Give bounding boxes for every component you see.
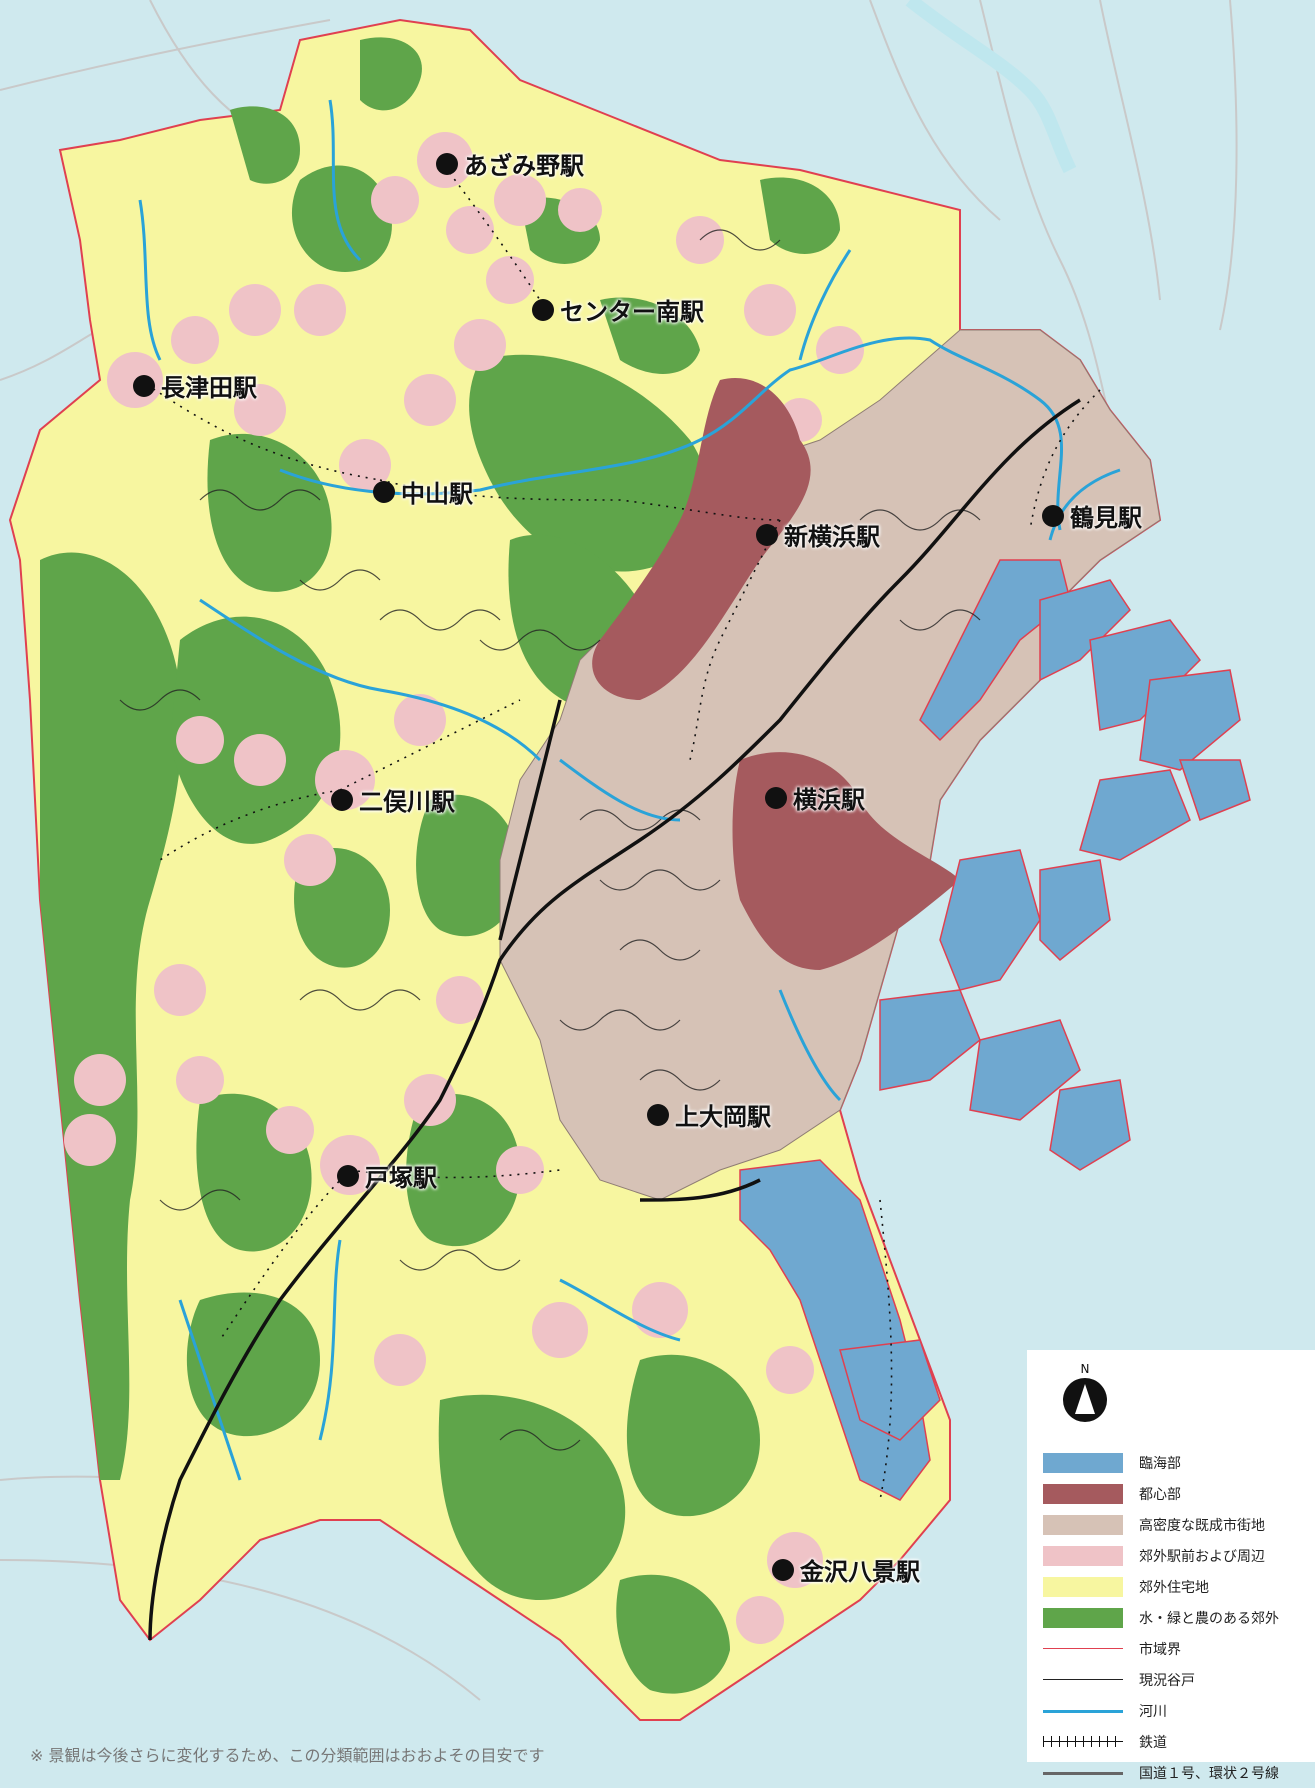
legend-item-coastal: 臨海部 <box>1043 1447 1279 1478</box>
station-dot-icon <box>373 480 395 503</box>
river-estuary <box>905 0 1077 174</box>
legend-swatch <box>1043 1701 1123 1721</box>
station-dot-icon <box>756 523 778 546</box>
station-dot-icon <box>647 1103 669 1126</box>
station-label: 新横浜駅 <box>784 523 880 551</box>
legend-swatch <box>1043 1452 1123 1473</box>
station-center-minami[interactable]: センター南駅 <box>532 292 704 327</box>
legend-item-residential: 郊外住宅地 <box>1043 1571 1279 1602</box>
legend-item-river: 河川 <box>1043 1695 1279 1726</box>
legend-label: 高密度な既成市街地 <box>1139 1517 1265 1534</box>
coastal-zone <box>739 559 1251 1501</box>
station-dot-icon <box>772 1558 794 1581</box>
tsurumi-river <box>1048 468 1121 541</box>
footnote: ※ 景観は今後さらに変化するため、この分類範囲はおおよその目安です <box>30 1746 545 1765</box>
legend-swatch <box>1043 1514 1123 1535</box>
station-label: 鶴見駅 <box>1070 504 1142 532</box>
legend-label: 鉄道 <box>1139 1734 1167 1751</box>
legend-swatch <box>1043 1639 1123 1659</box>
legend-swatch <box>1043 1732 1123 1752</box>
legend-label: 市域界 <box>1139 1641 1181 1658</box>
legend-item-rail: 鉄道 <box>1043 1726 1279 1757</box>
outside-roads <box>0 0 1238 1701</box>
legend-swatch <box>1043 1670 1123 1690</box>
station-dot-icon <box>331 788 353 811</box>
station-dot-icon <box>532 298 554 321</box>
legend-list: 臨海部 都心部 高密度な既成市街地 郊外駅前および周辺 郊外住宅地 水・緑と農の… <box>1043 1447 1279 1788</box>
legend-label: 郊外駅前および周辺 <box>1139 1548 1265 1565</box>
station-nakayama[interactable]: 中山駅 <box>373 474 473 509</box>
station-totsuka[interactable]: 戸塚駅 <box>337 1158 437 1193</box>
north-label: N <box>1080 1362 1090 1376</box>
station-dot-icon <box>436 152 458 175</box>
station-nagatsuta[interactable]: 長津田駅 <box>133 368 257 403</box>
legend-item-center: 都心部 <box>1043 1478 1279 1509</box>
map-legend: N 臨海部 都心部 高密度な既成市街地 郊外駅前および周辺 郊外住宅地 水・緑と… <box>1027 1350 1315 1782</box>
legend-label: 郊外住宅地 <box>1139 1579 1209 1596</box>
station-label: 金沢八景駅 <box>800 1558 920 1586</box>
legend-label: 河川 <box>1139 1703 1167 1720</box>
legend-label: 都心部 <box>1139 1486 1181 1503</box>
legend-swatch <box>1043 1576 1123 1597</box>
station-kamiooka[interactable]: 上大岡駅 <box>647 1097 771 1132</box>
major-roads <box>148 398 1081 1641</box>
legend-swatch <box>1043 1763 1123 1783</box>
station-label: 横浜駅 <box>793 786 865 814</box>
station-yokohama[interactable]: 横浜駅 <box>765 780 865 815</box>
station-dot-icon <box>133 374 155 397</box>
rail-lines <box>139 159 1101 1501</box>
legend-item-station-area: 郊外駅前および周辺 <box>1043 1540 1279 1571</box>
station-label: 上大岡駅 <box>675 1103 771 1131</box>
legend-label: 現況谷戸 <box>1139 1672 1195 1689</box>
legend-item-valley: 現況谷戸 <box>1043 1664 1279 1695</box>
city-center <box>592 378 960 970</box>
station-label: 二俣川駅 <box>359 788 455 816</box>
station-shin-yokohama[interactable]: 新横浜駅 <box>756 517 880 552</box>
legend-label: 臨海部 <box>1139 1455 1181 1472</box>
valley-lines <box>119 229 981 1451</box>
green-zones <box>40 37 840 1694</box>
station-azamino[interactable]: あざみ野駅 <box>436 146 584 181</box>
station-label: 長津田駅 <box>161 374 257 402</box>
north-arrow-icon <box>1075 1384 1095 1414</box>
legend-item-city-border: 市域界 <box>1043 1633 1279 1664</box>
legend-item-dense: 高密度な既成市街地 <box>1043 1509 1279 1540</box>
station-label: センター南駅 <box>560 298 704 326</box>
legend-item-green: 水・緑と農のある郊外 <box>1043 1602 1279 1633</box>
station-dot-icon <box>1042 504 1064 527</box>
station-label: 戸塚駅 <box>365 1164 437 1192</box>
station-dot-icon <box>337 1164 359 1187</box>
legend-swatch <box>1043 1545 1123 1566</box>
station-kanazawa-hakkei[interactable]: 金沢八景駅 <box>772 1552 920 1587</box>
legend-swatch <box>1043 1483 1123 1504</box>
north-arrow: N <box>1063 1362 1107 1428</box>
rivers <box>138 99 1063 1481</box>
station-dot-icon <box>765 786 787 809</box>
station-label: 中山駅 <box>401 480 473 508</box>
station-tsurumi[interactable]: 鶴見駅 <box>1042 498 1142 533</box>
legend-label: 水・緑と農のある郊外 <box>1139 1610 1279 1627</box>
legend-label: 国道１号、環状２号線 <box>1139 1765 1279 1782</box>
station-futamatagawa[interactable]: 二俣川駅 <box>331 782 455 817</box>
station-label: あざみ野駅 <box>464 152 584 180</box>
legend-swatch <box>1043 1607 1123 1628</box>
